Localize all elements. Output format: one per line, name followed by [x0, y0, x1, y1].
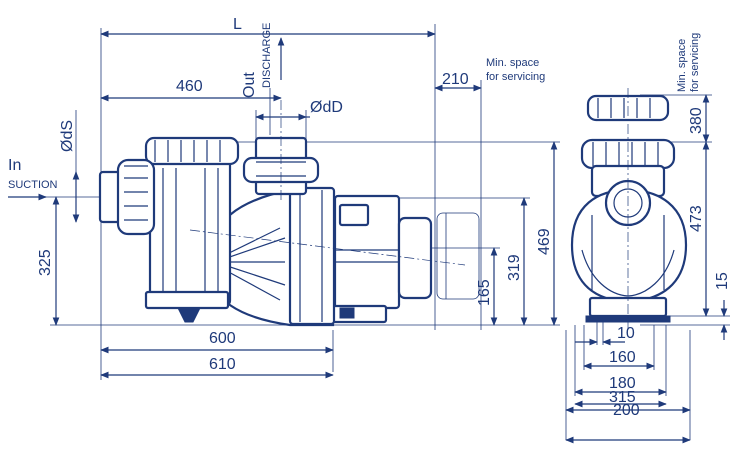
- dimension-325: 325: [37, 196, 60, 326]
- front-view: 380 Min. space for servicing 473 15 10 1…: [565, 33, 730, 444]
- dim-10-label: 10: [617, 325, 635, 342]
- dimension-odD: ØdD: [255, 99, 343, 121]
- dimension-315: 315: [574, 389, 667, 408]
- dim-160-label: 160: [609, 349, 636, 366]
- min-space-label-side-2: for servicing: [486, 71, 545, 83]
- dim-200-label: 200: [613, 402, 640, 419]
- dim-610-label: 610: [209, 356, 236, 373]
- dimension-380: 380 Min. space for servicing: [676, 33, 710, 143]
- dimension-460: 460: [100, 78, 282, 102]
- dim-165-label: 165: [476, 279, 493, 306]
- pump-side-body: [98, 136, 480, 327]
- out-label: Out: [241, 72, 258, 98]
- dim-600-label: 600: [209, 330, 236, 347]
- dimension-160: 160: [583, 349, 655, 370]
- min-space-label-side-1: Min. space: [486, 57, 539, 69]
- in-label: In: [8, 157, 21, 174]
- discharge-callout: DISCHARGE Out: [241, 23, 285, 98]
- dim-380-label: 380: [688, 107, 705, 134]
- odD-label: ØdD: [310, 99, 343, 116]
- dimension-odS: ØdS: [59, 120, 80, 223]
- dimension-200: 200: [565, 402, 691, 419]
- dim-473-label: 473: [688, 205, 705, 232]
- odS-label: ØdS: [59, 120, 76, 152]
- dim-210-label: 210: [442, 71, 469, 88]
- dimension-610: 610: [100, 356, 334, 379]
- dimension-165: 165: [476, 247, 498, 326]
- dimension-15: 15: [714, 272, 730, 340]
- dim-325-label: 325: [37, 249, 54, 276]
- dim-L-label: L: [233, 16, 242, 33]
- dimension-319: 319: [506, 197, 528, 326]
- suction-callout: In SUCTION: [8, 157, 58, 201]
- dimension-600: 600: [100, 330, 334, 354]
- pump-front-body: [570, 94, 688, 323]
- dimension-L: L: [100, 16, 436, 38]
- dim-319-label: 319: [506, 254, 523, 281]
- min-space-label-front-2: for servicing: [689, 33, 701, 92]
- dim-315-label: 315: [609, 389, 636, 406]
- dimension-469: 469: [536, 141, 558, 326]
- dimension-180: 180: [574, 375, 667, 396]
- min-space-label-front-1: Min. space: [676, 39, 688, 92]
- side-view: L 460 210 Min. space for servicing DISCH…: [8, 16, 560, 380]
- dimension-210: 210 Min. space for servicing: [434, 57, 545, 92]
- discharge-label: DISCHARGE: [261, 23, 273, 88]
- dim-469-label: 469: [536, 228, 553, 255]
- dim-15-label: 15: [714, 272, 730, 290]
- dimension-473: 473: [688, 141, 710, 317]
- suction-label: SUCTION: [8, 179, 58, 191]
- dim-460-label: 460: [176, 78, 203, 95]
- dim-180-label: 180: [609, 375, 636, 392]
- dimension-10: 10: [575, 325, 635, 346]
